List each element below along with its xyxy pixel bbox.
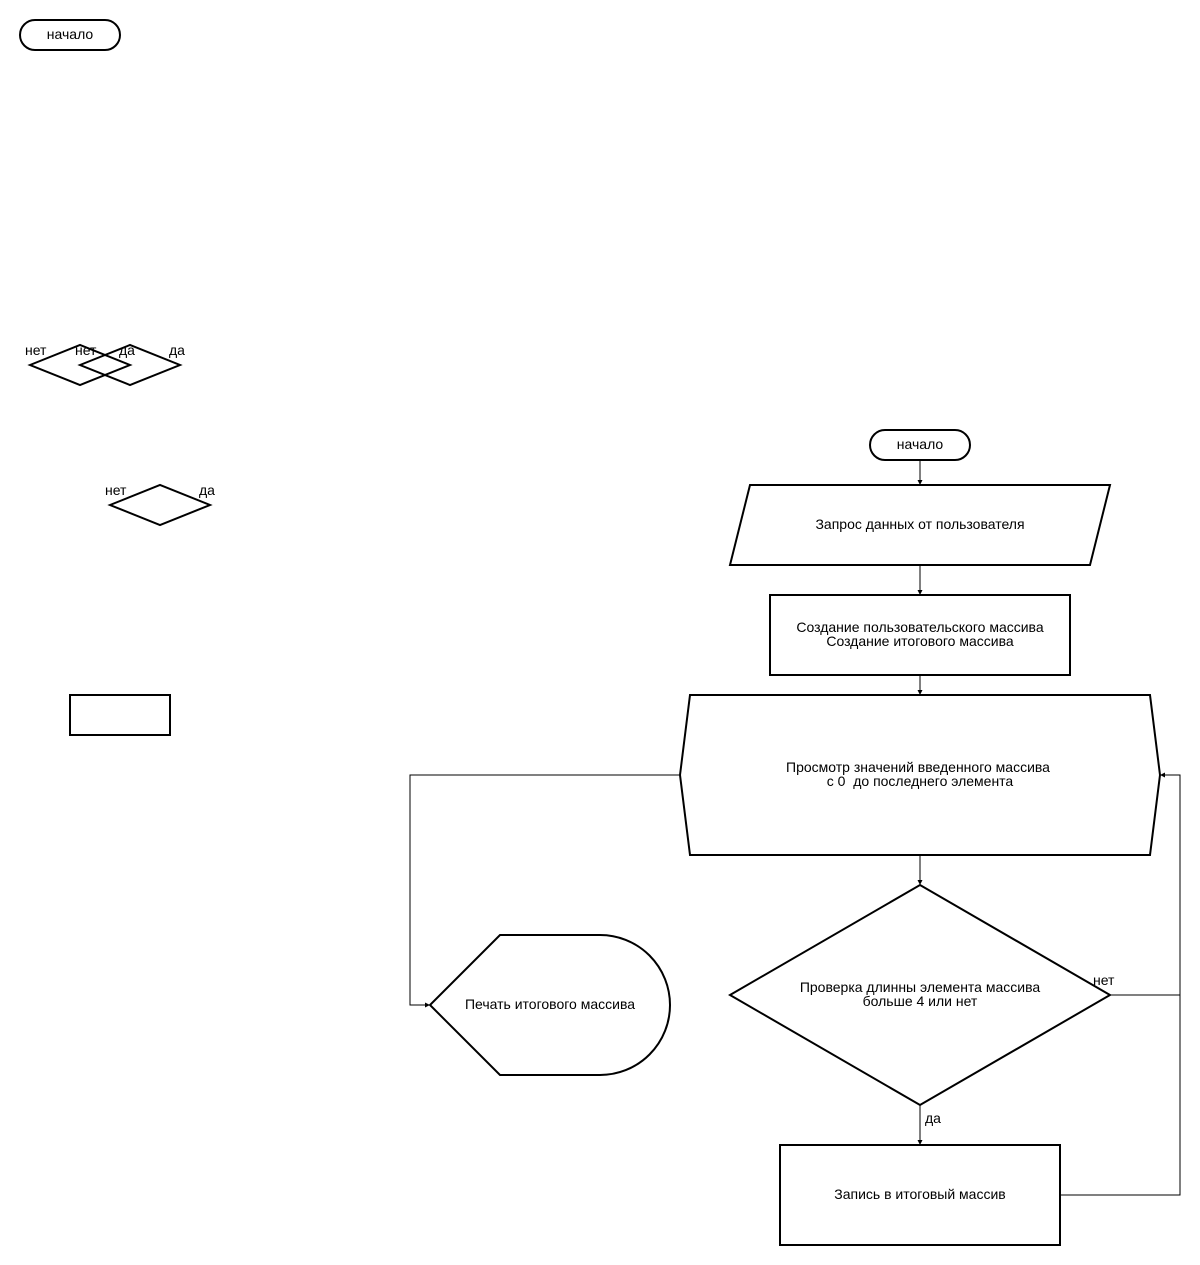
stray-start-label: начало — [47, 26, 94, 42]
stray-process-box[interactable] — [69, 694, 171, 736]
edge-decision-no-to-loop — [1110, 772, 1181, 996]
edge-write-to-loop — [1060, 995, 1181, 1196]
decision-yes-label: да — [925, 1110, 941, 1126]
decision-no-label: нет — [1093, 972, 1115, 988]
loop-label-line-1: Просмотр значений введенного массива — [786, 759, 1050, 775]
write-process-box[interactable]: Запись в итоговый массив — [779, 1144, 1061, 1246]
stray-decision-a-yes-label: да — [119, 342, 135, 358]
stray-decision-b-no-label: нет — [75, 342, 97, 358]
stray-decision-b-yes-label: да — [169, 342, 185, 358]
stray-start-terminator[interactable]: начало — [19, 19, 121, 51]
print-label: Печать итогового массива — [465, 996, 635, 1012]
stray-decision-c-yes-label: да — [199, 482, 215, 498]
stray-decision-a-no-label: нет — [25, 342, 47, 358]
stray-decision-c-no-label: нет — [105, 482, 127, 498]
decision-label-line-2: больше 4 или нет — [863, 993, 978, 1009]
loop-label-line-2: с 0 до последнего элемента — [827, 773, 1014, 789]
input-parallelogram[interactable]: Запрос данных от пользователя — [728, 484, 1112, 566]
process-label-line-1: Создание пользовательского массива — [796, 619, 1043, 635]
start-label: начало — [897, 436, 944, 452]
stray-decision-b[interactable]: нет да — [75, 342, 185, 387]
start-terminator[interactable]: начало — [869, 429, 971, 461]
write-label: Запись в итоговый массив — [834, 1186, 1005, 1202]
edge-loop-exit-to-print — [409, 774, 680, 1008]
input-label: Запрос данных от пользователя — [815, 516, 1024, 532]
process-label-line-2: Создание итогового массива — [826, 633, 1014, 649]
loop-hexagon[interactable]: Просмотр значений введенного массива с 0… — [678, 694, 1162, 856]
decision-label-line-1: Проверка длинны элемента массива — [800, 979, 1041, 995]
print-display-shape[interactable]: Печать итогового массива — [428, 934, 671, 1076]
stray-decision-c[interactable]: нет да — [105, 482, 215, 527]
process-box[interactable]: Создание пользовательского массива Созда… — [769, 594, 1071, 676]
decision-diamond[interactable]: Проверка длинны элемента массива больше … — [728, 883, 1115, 1126]
